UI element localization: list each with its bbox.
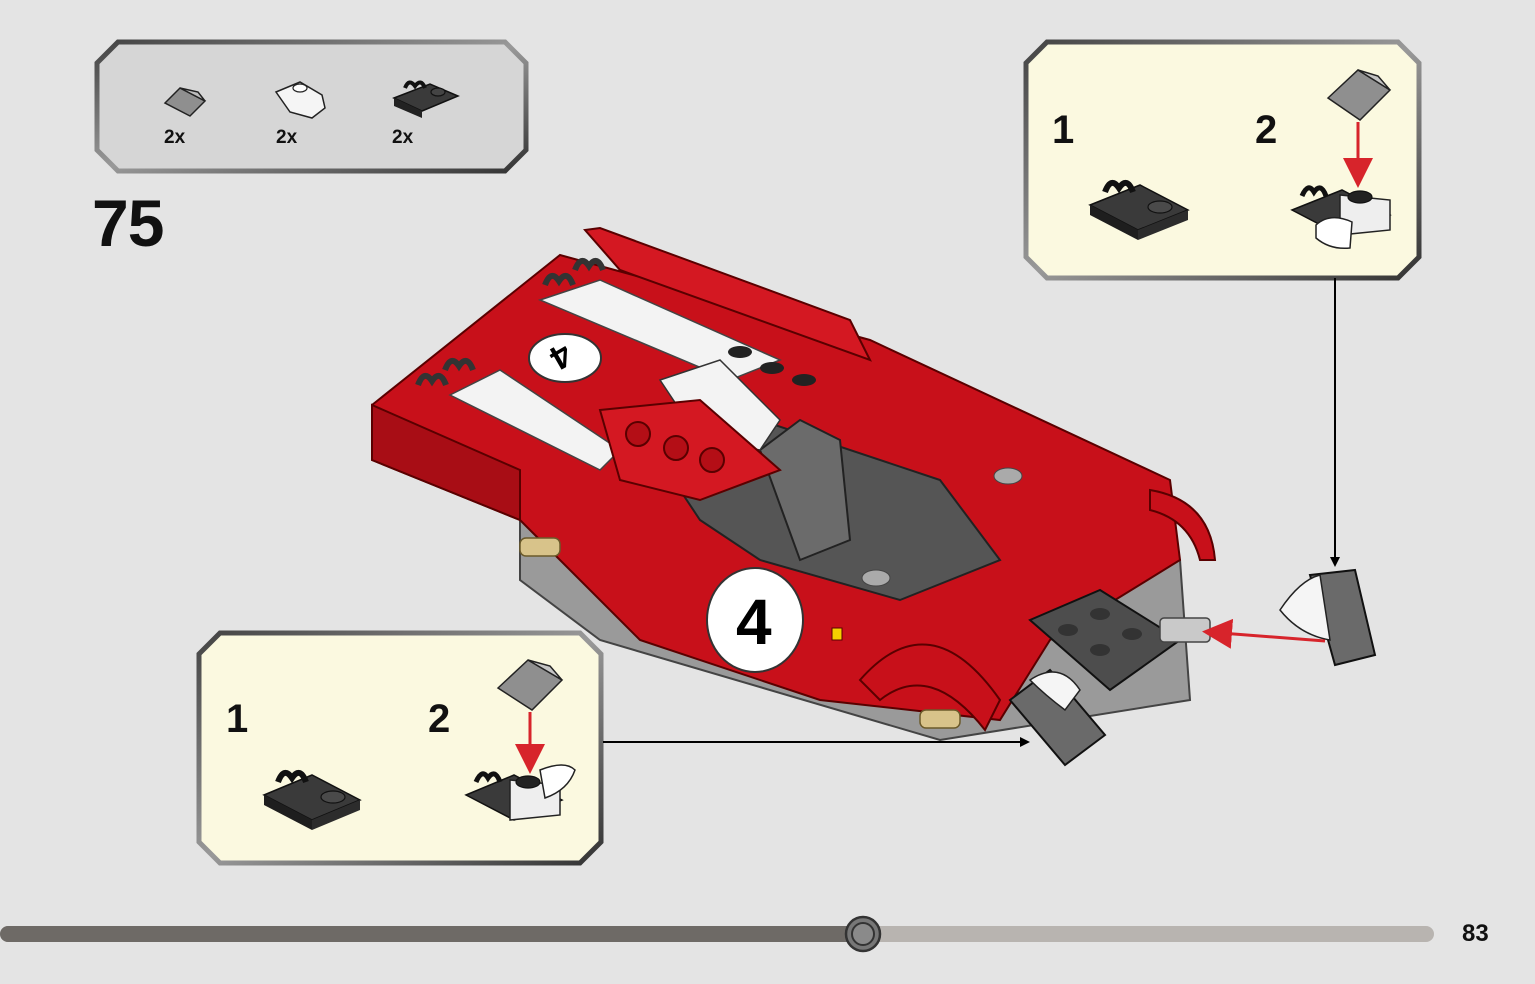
grey-slope-piece-icon <box>496 659 564 711</box>
callout-top-right <box>1023 39 1422 281</box>
grey-slope-piece-icon <box>163 87 207 117</box>
sub-step-number-2-bottom: 2 <box>428 697 451 741</box>
clip-plate-icon <box>1088 179 1190 240</box>
black-clip-plate-icon <box>392 80 460 118</box>
sub-step-number-2-top: 2 <box>1255 108 1278 152</box>
attaching-piece-right <box>1279 568 1377 667</box>
car-race-number: 4 <box>736 586 772 658</box>
parts-qty-1: 2x <box>164 127 186 148</box>
callout-bottom-left <box>196 630 604 866</box>
clip-plate-icon <box>262 769 362 830</box>
parts-qty-2: 2x <box>276 127 298 148</box>
parts-list-box <box>94 39 529 174</box>
white-curved-plate-icon <box>274 81 326 119</box>
assembled-clip-plate-icon <box>464 764 576 821</box>
attaching-piece-bottom <box>1008 668 1107 767</box>
race-car-model <box>371 226 1217 742</box>
grey-slope-piece-icon <box>1326 69 1392 121</box>
progress-bar <box>0 915 1434 953</box>
sub-step-number-1-top: 1 <box>1052 108 1075 152</box>
progress-knob-inner <box>851 922 875 946</box>
red-attach-arrow <box>1202 618 1326 649</box>
parts-qty-3: 2x <box>392 127 414 148</box>
page-number: 83 <box>1462 920 1489 947</box>
assembled-clip-plate-icon <box>1290 185 1392 250</box>
progress-fill <box>0 926 860 942</box>
step-number: 75 <box>92 186 164 260</box>
sub-step-number-1-bottom: 1 <box>226 697 249 741</box>
